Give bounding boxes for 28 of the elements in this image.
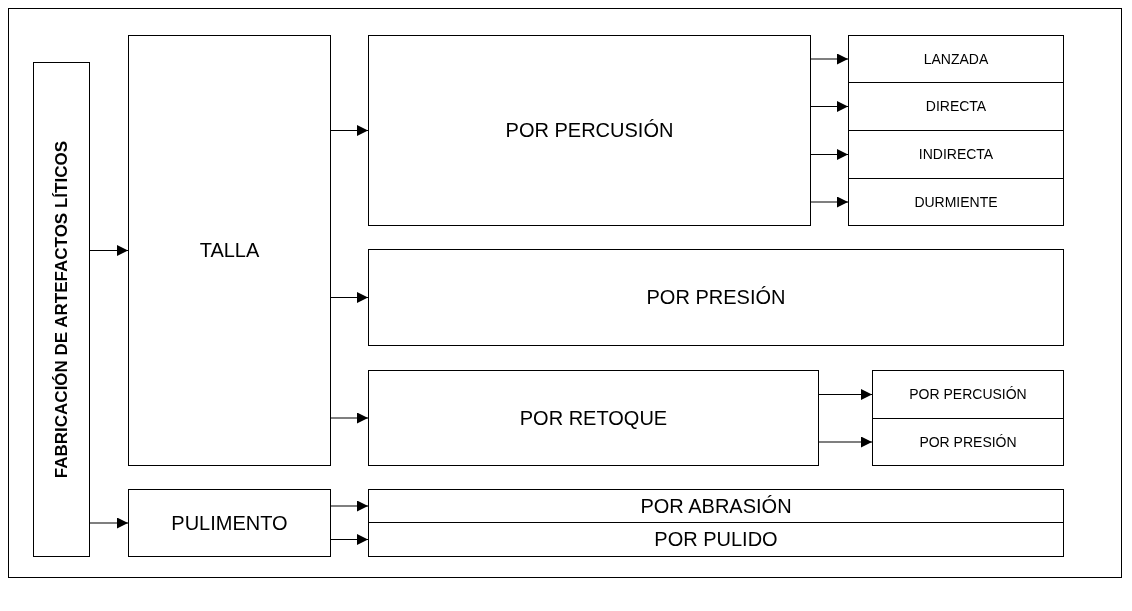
process-box: POR PERCUSIÓN — [872, 370, 1064, 419]
process-box: POR PRESIÓN — [872, 418, 1064, 466]
process-box: INDIRECTA — [848, 130, 1064, 179]
process-box: POR PERCUSIÓN — [368, 35, 811, 226]
process-box — [33, 62, 90, 557]
arrow — [89, 245, 129, 256]
vertical-title: FABRICACIÓN DE ARTEFACTOS LÍTICOS — [51, 140, 72, 479]
arrow — [818, 436, 873, 448]
process-box: POR RETOQUE — [368, 370, 819, 466]
process-box: POR ABRASIÓN — [368, 489, 1064, 523]
arrow — [330, 292, 369, 303]
arrow — [330, 125, 369, 136]
arrow — [330, 412, 369, 424]
arrow — [89, 517, 129, 529]
arrow — [330, 500, 369, 512]
arrow — [330, 534, 369, 545]
process-box: DIRECTA — [848, 82, 1064, 131]
process-box: POR PRESIÓN — [368, 249, 1064, 346]
arrow — [818, 389, 873, 400]
arrow — [810, 53, 849, 65]
process-box: PULIMENTO — [128, 489, 331, 557]
arrow — [810, 196, 849, 208]
process-box: POR PULIDO — [368, 522, 1064, 557]
process-box: TALLA — [128, 35, 331, 466]
process-box: DURMIENTE — [848, 178, 1064, 226]
process-box: LANZADA — [848, 35, 1064, 83]
arrow — [810, 149, 849, 160]
arrow — [810, 101, 849, 112]
